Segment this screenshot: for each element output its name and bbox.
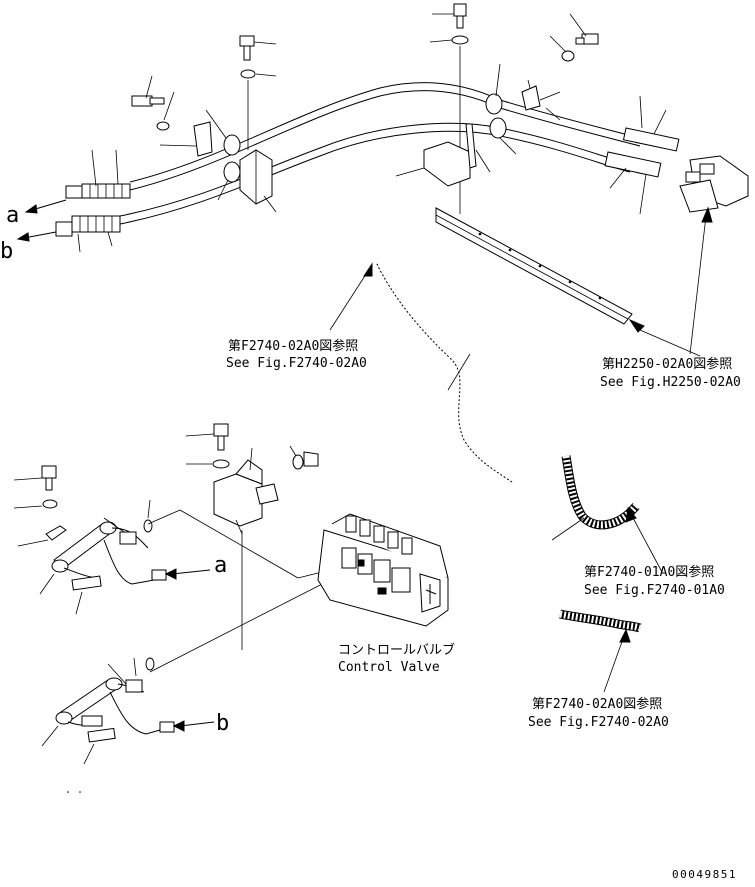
ref-f2740-01a0-jp: 第F2740-01A0図参照	[584, 564, 714, 580]
left-bracket	[239, 35, 277, 213]
arrow-b-bottom	[172, 720, 215, 732]
hose-b-lower-2	[119, 130, 631, 225]
control-valve-label-en: Control Valve	[338, 660, 440, 675]
label-a-top: a	[6, 203, 19, 228]
arrow-a-mid	[164, 568, 211, 580]
label-a-mid: a	[214, 553, 227, 578]
callout-h2250-02a0: 第H2250-02A0図参照 See Fig.H2250-02A0	[600, 206, 741, 390]
top-hose-assembly: a b	[0, 3, 749, 325]
callout-f2740-02a0-top: 第F2740-02A0図参照 See Fig.F2740-02A0	[226, 262, 373, 371]
fitting-a-left	[65, 183, 131, 199]
corrugated-tube-middle	[373, 260, 514, 485]
control-valve	[317, 513, 449, 627]
support-bar	[435, 207, 633, 325]
ref-f2740-01a0-en: See Fig.F2740-01A0	[584, 583, 725, 598]
label-b-top: b	[0, 239, 13, 264]
lower-assembly: a	[13, 423, 455, 765]
middle-bracket	[395, 3, 561, 214]
drawing-number: 00049851	[672, 868, 737, 881]
hose-b-lower	[119, 122, 631, 217]
ref-h2250-02a0-en: See Fig.H2250-02A0	[600, 375, 741, 390]
ref-f2740-02a0b-jp: 第F2740-02A0図参照	[532, 696, 662, 712]
arrow-a-top	[24, 199, 67, 214]
right-bolt	[549, 13, 599, 62]
fitting-right	[604, 95, 749, 215]
arrow-b-top	[16, 231, 57, 242]
fitting-b-left	[55, 215, 121, 237]
ref-h2250-02a0-jp: 第H2250-02A0図参照	[602, 356, 732, 372]
ref-f2740-02a0-jp: 第F2740-02A0図参照	[228, 338, 358, 354]
label-b-bottom: b	[216, 711, 229, 736]
ref-f2740-02a0b-en: See Fig.F2740-02A0	[528, 715, 669, 730]
corrugated-tube-f2740-01a0	[551, 455, 663, 573]
left-clamp-group	[131, 75, 241, 201]
ref-f2740-02a0-en: See Fig.F2740-02A0	[226, 356, 367, 371]
corrugated-tube-f2740-02a0b	[559, 609, 642, 693]
control-valve-label-jp: コントロールバルブ	[338, 642, 455, 658]
